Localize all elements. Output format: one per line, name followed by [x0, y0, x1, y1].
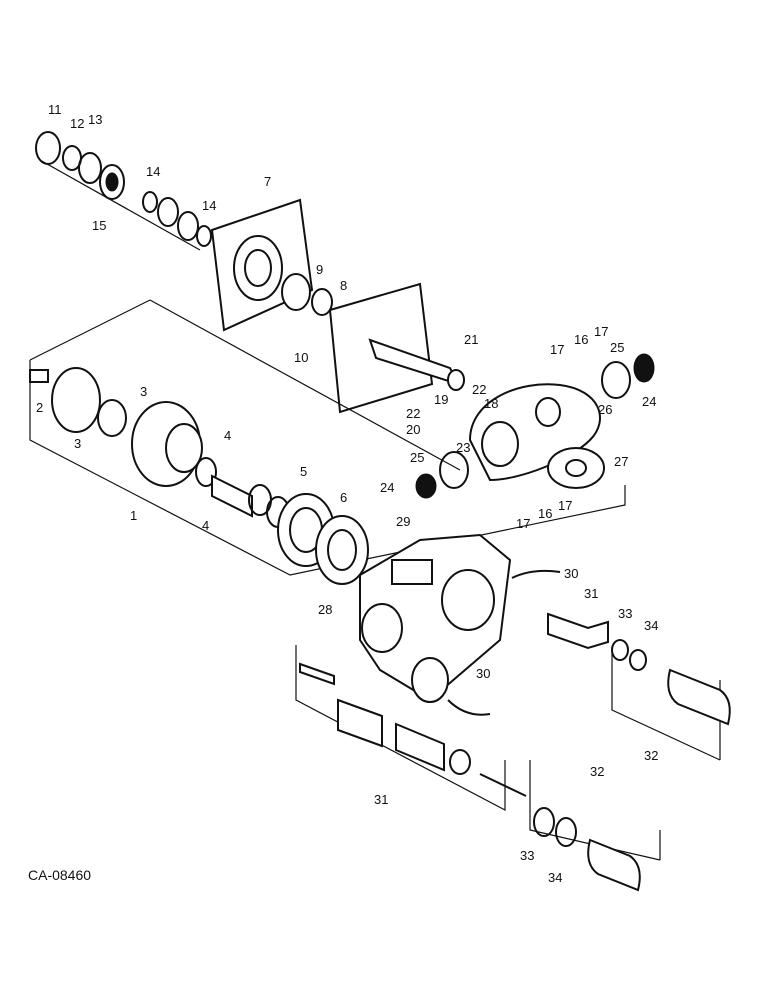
- ring-14b: [196, 225, 212, 247]
- bearing-15-core: [105, 172, 119, 192]
- spring: [395, 722, 445, 772]
- callout-9: 9: [316, 262, 323, 277]
- pin: [299, 662, 335, 686]
- callout-19: 19: [434, 392, 448, 407]
- callout-11: 11: [48, 102, 62, 117]
- callout-32a: 32: [644, 748, 658, 763]
- callout-30b: 30: [476, 666, 490, 681]
- callout-33b: 33: [520, 848, 534, 863]
- pin-2: [29, 369, 49, 383]
- cone-24: [633, 353, 655, 383]
- cover-plate-7: [210, 198, 333, 332]
- callout-16a: 16: [574, 332, 588, 347]
- callout-14a: 14: [146, 164, 160, 179]
- callout-13: 13: [88, 112, 102, 127]
- callout-22b: 22: [406, 406, 420, 421]
- drawing-code: CA-08460: [28, 867, 91, 883]
- main-housing-29: [359, 533, 561, 716]
- callout-17d: 17: [516, 516, 530, 531]
- seal-9: [281, 273, 311, 311]
- callout-33a: 33: [618, 606, 632, 621]
- callout-34b: 34: [548, 870, 562, 885]
- ring-13: [78, 152, 102, 184]
- callout-28: 28: [318, 602, 332, 617]
- callout-17a: 17: [594, 324, 608, 339]
- valve-31-lower: [295, 645, 661, 892]
- housing-26: [415, 353, 655, 499]
- bearing-14b: [177, 211, 199, 241]
- callout-6: 6: [340, 490, 347, 505]
- callout-32b: 32: [590, 764, 604, 779]
- cap-32b: [587, 838, 641, 892]
- valve-body-31: [547, 612, 609, 650]
- plate-2: [51, 367, 101, 433]
- callout-34a: 34: [644, 618, 658, 633]
- shim-27: [547, 447, 605, 489]
- o-ring-34: [629, 649, 647, 671]
- callout-16b: 16: [538, 506, 552, 521]
- callout-31b: 31: [374, 792, 388, 807]
- callout-27: 27: [614, 454, 628, 469]
- callout-3b: 3: [74, 436, 81, 451]
- callout-17c: 17: [558, 498, 572, 513]
- callout-24b: 24: [380, 480, 394, 495]
- assembly-1-top-line: [149, 299, 461, 471]
- callout-5: 5: [300, 464, 307, 479]
- callout-31a: 31: [584, 586, 598, 601]
- callout-7: 7: [264, 174, 271, 189]
- callout-2: 2: [36, 400, 43, 415]
- callout-15: 15: [92, 218, 106, 233]
- valve-spool: [337, 698, 383, 748]
- cap-32: [667, 668, 731, 726]
- race-25: [601, 361, 631, 399]
- callout-21: 21: [464, 332, 478, 347]
- callout-labels: 1 2 3 3 4 4 5 6 7 8 9 10 11 12 13 14 14 …: [36, 102, 658, 885]
- callout-26: 26: [598, 402, 612, 417]
- bearing-6: [315, 515, 369, 585]
- callout-14b: 14: [202, 198, 216, 213]
- callout-4b: 4: [202, 518, 209, 533]
- assembly-1: [29, 299, 626, 585]
- callout-18: 18: [484, 396, 498, 411]
- race-25b: [439, 451, 469, 489]
- callout-10: 10: [294, 350, 308, 365]
- callout-29: 29: [396, 514, 410, 529]
- callout-3a: 3: [140, 384, 147, 399]
- ring-14a: [142, 191, 158, 213]
- o-ring-33: [611, 639, 629, 661]
- valve-31-upper: [547, 612, 731, 761]
- part-group-11-15: [35, 131, 212, 251]
- callout-25b: 25: [410, 450, 424, 465]
- group-line: [39, 159, 201, 251]
- snap-ring-11: [35, 131, 61, 165]
- callout-1: 1: [130, 508, 137, 523]
- callout-20: 20: [406, 422, 420, 437]
- callout-23: 23: [456, 440, 470, 455]
- sleeve-3: [97, 399, 127, 437]
- assembly-1-line: [29, 299, 151, 361]
- callout-12: 12: [70, 116, 84, 131]
- callout-22a: 22: [472, 382, 486, 397]
- callout-24a: 24: [642, 394, 656, 409]
- callout-17b: 17: [550, 342, 564, 357]
- callout-4a: 4: [224, 428, 231, 443]
- cone-24b: [415, 473, 437, 499]
- callout-30a: 30: [564, 566, 578, 581]
- bearing-8: [311, 288, 333, 316]
- gasket-10-shaft-21: [328, 282, 465, 414]
- callout-25a: 25: [610, 340, 624, 355]
- spring-4: [211, 474, 253, 518]
- bearing-14: [157, 197, 179, 227]
- callout-8: 8: [340, 278, 347, 293]
